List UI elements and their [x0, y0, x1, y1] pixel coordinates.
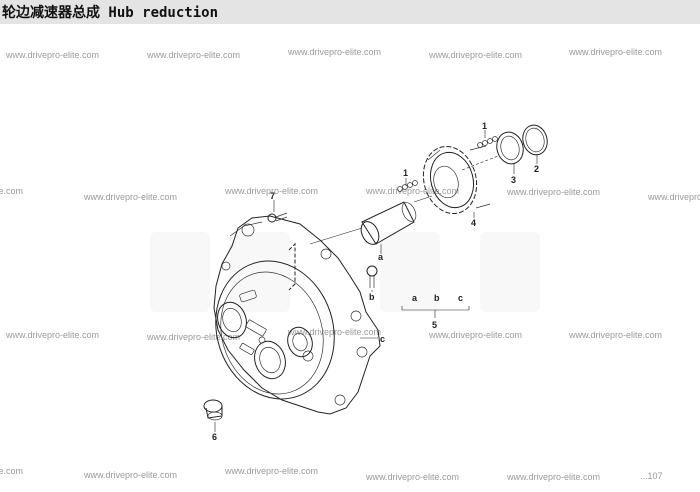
hub-reduction-diagram: www.drivepro-elite.com www.drivepro-elit…	[0, 47, 700, 482]
snap-ring-2	[522, 124, 548, 156]
background-ghost	[150, 232, 540, 312]
watermarks: www.drivepro-elite.com www.drivepro-elit…	[0, 47, 700, 482]
needle-rollers-1b	[477, 136, 498, 148]
drain-plug-6	[203, 399, 223, 421]
callout-7: 7	[270, 191, 275, 201]
callout-1-upper: 1	[482, 121, 487, 131]
watermark: www.drivepro-elite.com	[506, 472, 600, 482]
callout-b: b	[369, 292, 375, 302]
legend-b: b	[434, 293, 440, 303]
planet-gear-4	[422, 145, 491, 215]
watermark: www.drivepro-elite.com	[146, 50, 240, 60]
leader-lines	[214, 130, 538, 432]
watermark: www.drivepro-elite.com	[5, 50, 99, 60]
watermark: www.drivepro-elite.com	[146, 332, 240, 342]
watermark: www.drivepro-elite.com	[287, 47, 381, 57]
callout-c: c	[380, 334, 385, 344]
page-title: 轮边减速器总成 Hub reduction	[2, 5, 219, 21]
watermark: www.drivepro-elite.com	[647, 192, 700, 202]
needle-rollers-1a	[397, 180, 418, 192]
page-number: ...107	[640, 471, 663, 481]
watermark: www.drivepro-elite.com	[568, 47, 662, 57]
bolt-b	[366, 265, 378, 288]
title-bar: 轮边减速器总成 Hub reduction	[0, 0, 700, 24]
assembly-axis	[309, 155, 499, 245]
watermark: www.drivepro-elite.com	[506, 187, 600, 197]
callout-4: 4	[471, 218, 476, 228]
watermark: www.drivepro-elite.com	[83, 192, 177, 202]
callout-a: a	[378, 252, 384, 262]
callout-labels: 7 a b c 6 1 1 4 3 2 a b c 5 ...107	[212, 121, 663, 481]
callout-3: 3	[511, 175, 516, 185]
watermark: www.drivepro-elite.com	[428, 50, 522, 60]
diagram-canvas: www.drivepro-elite.com www.drivepro-elit…	[0, 24, 700, 488]
bolt-7	[267, 212, 288, 223]
legend-a: a	[412, 293, 418, 303]
watermark: www.drivepro-elite.com	[365, 186, 459, 196]
watermark: www.drivepro-elite.com	[83, 470, 177, 480]
legend-c: c	[458, 293, 463, 303]
watermark: www.drivepro-elite.com	[568, 330, 662, 340]
planet-pin-a	[360, 201, 417, 245]
watermark: www.drivepro-elite.com	[428, 330, 522, 340]
callout-6: 6	[212, 432, 217, 442]
watermark: www.drivepro-elite.com	[0, 466, 23, 476]
watermark: www.drivepro-elite.com	[365, 472, 459, 482]
watermark: www.drivepro-elite.com	[224, 466, 318, 476]
callout-2: 2	[534, 164, 539, 174]
watermark: www.drivepro-elite.com	[5, 330, 99, 340]
watermark: www.drivepro-elite.com	[0, 186, 23, 196]
watermark: www.drivepro-elite.com	[224, 186, 318, 196]
thrust-washer-3	[496, 131, 524, 165]
hub-housing	[213, 215, 381, 415]
callout-1-lower: 1	[403, 168, 408, 178]
callout-5: 5	[432, 320, 437, 330]
